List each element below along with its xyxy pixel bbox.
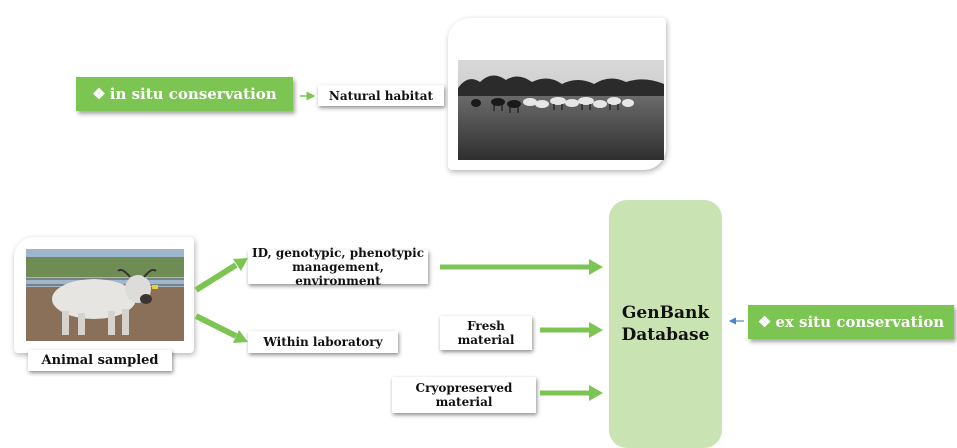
arrow-cow-to-id-box-head — [233, 258, 248, 271]
diamond-bullet-icon: ❖ — [92, 85, 106, 103]
natural-habitat-box: Natural habitat — [318, 85, 444, 106]
arrow-cryo-to-genbank-head — [589, 385, 603, 401]
genbank-line2: Database — [621, 325, 710, 345]
fresh-material-box: Fresh material — [440, 316, 532, 350]
genbank-line1: GenBank — [621, 303, 710, 323]
arrow-cow-to-lab — [194, 313, 238, 339]
diamond-bullet-icon: ❖ — [757, 313, 772, 331]
in-situ-label: in situ conservation — [109, 85, 277, 103]
id-box-line1: ID, genotypic, phenotypic — [251, 246, 425, 260]
animal-sampled-box: Animal sampled — [28, 350, 172, 371]
within-laboratory-label: Within laboratory — [263, 335, 383, 349]
arrow-fresh-to-genbank-head — [589, 322, 603, 338]
animal-sampled-label: Animal sampled — [41, 352, 159, 368]
ex-situ-label: ex situ conservation — [775, 313, 945, 331]
herd-photo-frame — [448, 18, 666, 170]
cryo-line2: material — [435, 395, 493, 409]
genbank-database-box: GenBank Database — [609, 200, 722, 448]
fresh-line1: Fresh — [467, 319, 505, 333]
arrow-cow-to-lab-head — [233, 330, 248, 343]
within-laboratory-box: Within laboratory — [248, 331, 398, 353]
grey-cattle-photo — [26, 249, 184, 341]
in-situ-conservation-box: ❖ in situ conservation — [76, 77, 293, 111]
cow-photo-frame — [14, 237, 194, 353]
fresh-line2: material — [457, 333, 515, 347]
arrow-cow-to-id-box — [194, 262, 238, 293]
id-genotypic-phenotypic-box: ID, genotypic, phenotypic management, en… — [248, 246, 428, 288]
cryo-line1: Cryopreserved — [415, 381, 513, 395]
herd-in-natural-habitat-photo — [458, 60, 664, 160]
natural-habitat-label: Natural habitat — [328, 88, 434, 103]
ex-situ-conservation-box: ❖ ex situ conservation — [748, 305, 954, 339]
id-box-line2: management, environment — [292, 260, 384, 288]
arrow-id-to-genbank-head — [589, 259, 603, 275]
cryopreserved-material-box: Cryopreserved material — [392, 377, 536, 413]
